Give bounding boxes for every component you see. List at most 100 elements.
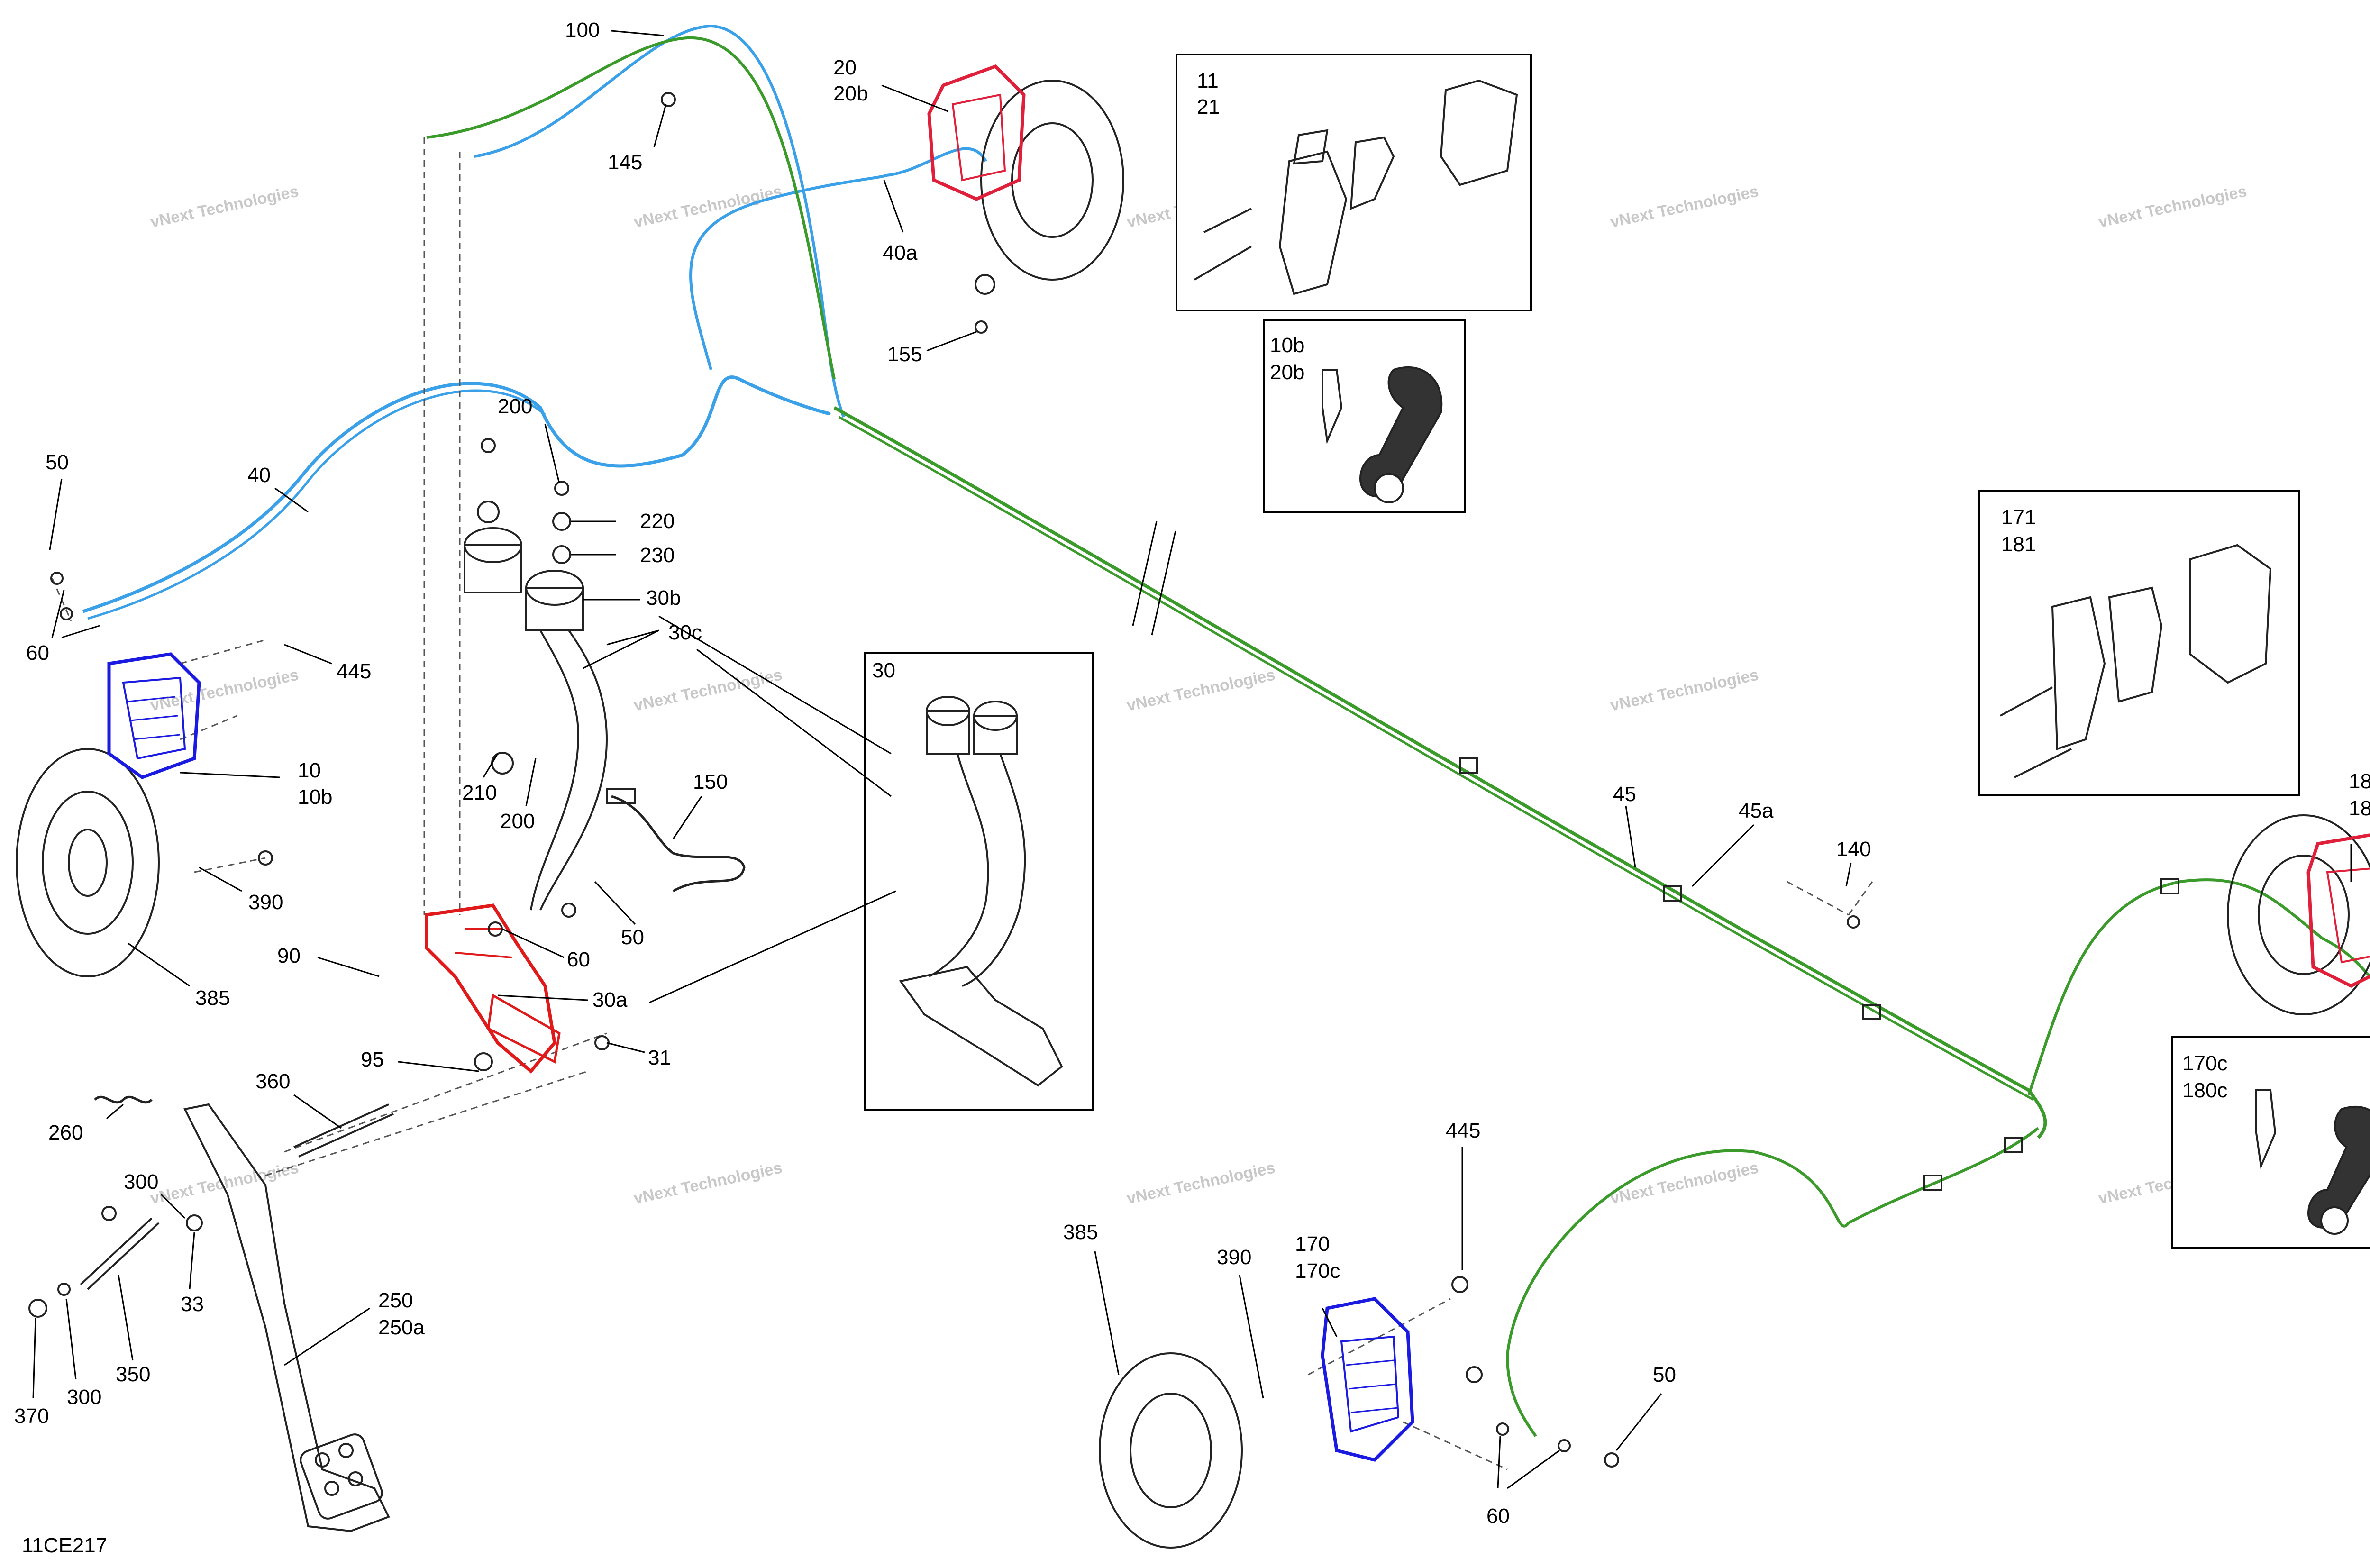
watermark-13: vNext Technologies	[1125, 1158, 1277, 1207]
label-170: 170	[1295, 1232, 1330, 1256]
label-95: 95	[361, 1048, 384, 1071]
leader-445a	[284, 644, 332, 665]
rear-brake-line-45-b	[838, 416, 2034, 1101]
label-60a: 60	[26, 641, 49, 665]
part-labels: 100 145 20 20b 40a 155 11 21 10b 20b 200…	[14, 18, 2370, 1557]
leader-100	[611, 30, 664, 36]
front-brake-disc-rh	[980, 80, 1124, 281]
leader-300b	[65, 1298, 77, 1380]
clip-3	[1862, 1004, 1881, 1020]
watermark-1: vNext Technologies	[149, 182, 301, 231]
rear-brake-line-45	[833, 406, 2047, 1139]
leader-60a-2	[61, 625, 100, 638]
leader-260	[106, 1103, 124, 1120]
leader-250	[284, 1307, 370, 1366]
label-170c-box: 170c	[2182, 1052, 2227, 1075]
label-385b: 385	[1063, 1221, 1098, 1244]
leader-155	[926, 331, 977, 352]
leader-210	[483, 753, 499, 778]
rear-caliper-lh	[1321, 1297, 1414, 1462]
watermark-5: vNext Technologies	[2097, 182, 2249, 231]
dash-9	[1403, 1421, 1508, 1470]
leader-30b-box	[658, 615, 892, 755]
label-385a: 385	[195, 986, 230, 1010]
leader-50a	[49, 478, 63, 550]
leader-40a	[883, 180, 904, 233]
label-50c: 50	[1653, 1363, 1676, 1386]
clip-2	[1663, 885, 1682, 902]
front-brake-line-40	[82, 375, 831, 613]
watermark-9: vNext Technologies	[1609, 665, 1760, 714]
front-brake-line-40-b	[87, 389, 546, 620]
label-220: 220	[640, 510, 675, 533]
label-260: 260	[48, 1121, 83, 1144]
leader-350	[118, 1275, 134, 1361]
clip-1	[1459, 757, 1478, 774]
leader-40	[274, 487, 309, 513]
label-180: 180	[2349, 770, 2370, 793]
label-20b: 20b	[833, 82, 868, 105]
label-10b-box: 10b	[1270, 334, 1304, 357]
rear-caliper-rh	[2306, 833, 2370, 988]
label-350: 350	[116, 1363, 150, 1386]
rear-brake-disc-lh	[1099, 1352, 1243, 1549]
label-445b: 445	[1446, 1119, 1480, 1142]
dash-12	[1848, 881, 1873, 915]
label-180c: 180c	[2349, 797, 2370, 820]
leader-20	[881, 84, 948, 112]
label-30a: 30a	[592, 988, 628, 1012]
watermark-14: vNext Technologies	[1609, 1158, 1760, 1207]
leader-390a	[199, 866, 242, 892]
watermarks: vNext Technologies vNext Technologies vN…	[149, 182, 2249, 1207]
label-20: 20	[833, 56, 857, 79]
label-250: 250	[378, 1289, 413, 1312]
watermark-4: vNext Technologies	[1609, 182, 1760, 231]
label-445a: 445	[337, 660, 371, 683]
label-30: 30	[872, 659, 895, 682]
inset-master-cylinder	[864, 652, 1094, 1111]
label-33: 33	[181, 1293, 204, 1316]
line-break-mark-2	[1151, 530, 1176, 636]
label-200b: 200	[500, 810, 535, 833]
label-20b-box: 20b	[1270, 361, 1304, 384]
label-21: 21	[1197, 95, 1220, 119]
leader-50b	[594, 881, 636, 925]
clip-6	[2160, 878, 2179, 894]
label-45: 45	[1613, 783, 1636, 806]
rear-brake-line-lh	[1505, 1127, 2039, 1437]
diagram-code: 11CE217	[22, 1534, 107, 1557]
label-370: 370	[14, 1404, 49, 1428]
label-45a: 45a	[1739, 799, 1774, 822]
leader-370	[32, 1317, 36, 1399]
leader-145	[653, 104, 667, 147]
dash-5	[180, 715, 237, 740]
label-180c-box: 180c	[2182, 1079, 2227, 1102]
inset-brake-pads-rear	[1978, 490, 2300, 796]
label-170c: 170c	[1295, 1259, 1340, 1283]
rear-brake-line-top	[426, 36, 836, 380]
label-31: 31	[648, 1046, 671, 1069]
dash-10	[1308, 1298, 1451, 1376]
clip-5	[1923, 1175, 1942, 1191]
rear-brake-line-rh	[2027, 878, 2370, 1095]
leader-170	[1322, 1308, 1338, 1337]
leader-45a	[1691, 824, 1755, 887]
label-145: 145	[608, 151, 642, 174]
watermark-8: vNext Technologies	[1125, 665, 1277, 714]
label-250a: 250a	[378, 1316, 425, 1339]
leader-30c-2	[606, 629, 659, 646]
label-100: 100	[565, 18, 600, 42]
label-50b: 50	[621, 926, 644, 949]
master-cylinder	[425, 903, 561, 1074]
watermark-12: vNext Technologies	[632, 1158, 784, 1207]
label-171: 171	[2001, 506, 2036, 529]
leader-60c-1	[1497, 1436, 1501, 1489]
front-caliper-lh	[107, 652, 201, 779]
leader-385b	[1094, 1251, 1120, 1375]
line-break-mark-1	[1132, 521, 1158, 626]
label-60c: 60	[1486, 1504, 1510, 1528]
leader-30c-box	[696, 648, 892, 797]
label-10: 10	[298, 759, 321, 782]
rear-brake-disc-rh	[2227, 814, 2370, 1015]
